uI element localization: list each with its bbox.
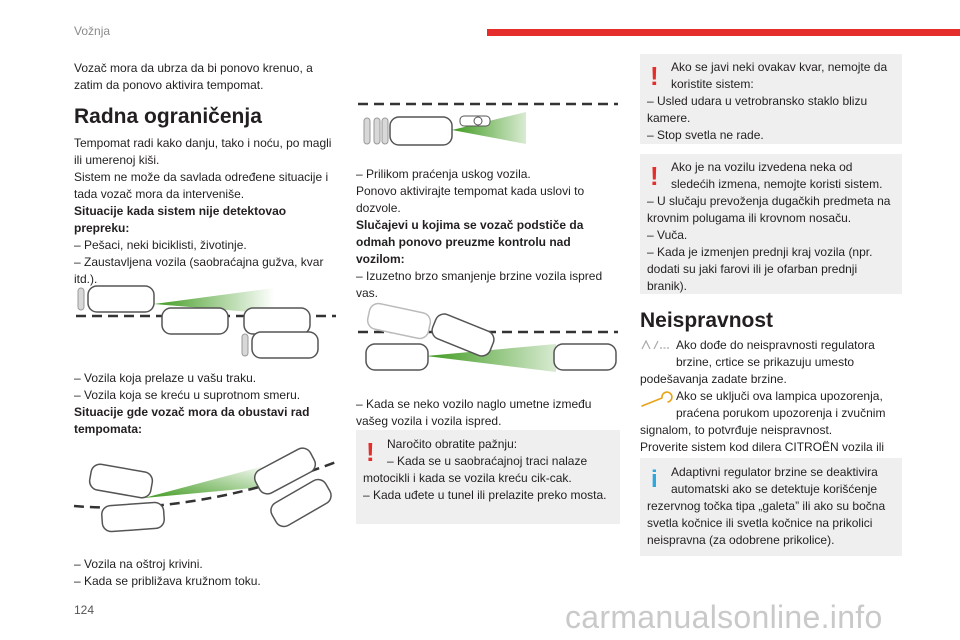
list-item: – Pešaci, neki biciklisti, životinje. <box>74 238 247 252</box>
list-item: – Vozila na oštroj krivini. <box>74 557 203 571</box>
list-item: – Izuzetno brzo smanjenje brzine vozila … <box>356 269 603 300</box>
list-item: – Vuča. <box>647 228 688 242</box>
section-heading-limits: Radna ograničenja <box>74 105 262 128</box>
illustration-narrow-vehicle <box>358 102 618 146</box>
illustration-cut-in-vehicle <box>358 302 618 372</box>
limits-paragraph-1: Tempomat radi kako danju, tako i noću, p… <box>74 136 332 167</box>
column-3: Neispravnost Ako dođe do neispravnosti r… <box>640 308 902 473</box>
list-item: – Kada je izmenjen prednji kraj vozila (… <box>647 245 873 293</box>
warning-box-modifications: ! Ako je na vozilu izvedena neka od sled… <box>640 154 902 294</box>
list-item: – Kada uđete u tunel ili prelazite preko… <box>363 488 607 502</box>
info-box-deactivation: i Adaptivni regulator brzine se deaktivi… <box>640 458 902 556</box>
list-item: – Vozila koja se kreću u suprotnom smeru… <box>74 388 301 402</box>
dashes-display-icon <box>641 339 670 350</box>
malfunction-text: praćena porukom upozorenja i zvučnim <box>676 406 886 420</box>
list-item: – U slučaju prevoženja dugačkih predmeta… <box>647 194 891 225</box>
malfunction-text: brzine, crtice se prikazuju umesto <box>676 355 855 369</box>
info-text: Adaptivni regulator brzine se deaktivira <box>671 465 878 479</box>
info-text: rezervnog točka tipa „galeta” ili ako su… <box>647 499 886 547</box>
info-icon: i <box>651 466 658 493</box>
list-item: – Kada se u saobraćajnoj traci nalaze <box>387 454 588 468</box>
wrench-warning-icon <box>641 391 673 407</box>
warning-box-attention: ! Naročito obratite pažnju: – Kada se u … <box>356 430 620 524</box>
list-item: – Zaustavljena vozila (saobraćajna gužva… <box>74 255 324 286</box>
column-1: Vozač mora da ubrza da bi ponovo krenuo,… <box>74 60 336 288</box>
warning-text: Naročito obratite pažnju: <box>387 437 518 451</box>
warning-text: Ako se javi neki ovakav kvar, nemojte da… <box>671 60 888 91</box>
column-2: – Prilikom praćenja uskog vozila. Ponovo… <box>356 166 618 302</box>
column-2-lower: – Kada se neko vozilo naglo umetne izmeđ… <box>356 396 618 430</box>
list-item: – Vozila koja prelaze u vašu traku. <box>74 371 257 385</box>
malfunction-text: signalom, to potvrđuje neispravnost. <box>640 423 833 437</box>
illustration-sharp-bend <box>73 447 337 533</box>
list-item: – Kada se približava kružnom toku. <box>74 574 261 588</box>
list-item: – Stop svetla ne rade. <box>647 128 764 142</box>
warning-text: motocikli i kada se vozila kreću cik-cak… <box>363 471 572 485</box>
watermark: carmanualsonline.info <box>565 599 883 635</box>
list-item: – Usled udara u vetrobransko staklo bliz… <box>647 94 868 125</box>
stop-cruise-heading: Situacije gde vozač mora da obustavi rad… <box>74 405 310 436</box>
header-accent-bar <box>487 29 960 36</box>
limits-paragraph-2: Sistem ne može da savlada određene situa… <box>74 170 329 201</box>
warning-box-malfunction: ! Ako se javi neki ovakav kvar, nemojte … <box>640 54 902 144</box>
info-text: automatski ako se detektuje korišćenje <box>671 482 878 496</box>
page-number: 124 <box>74 603 95 617</box>
col2-paragraph: Ponovo aktivirajte tempomat kada uslovi … <box>356 184 585 215</box>
take-control-heading: Slučajevi u kojima se vozač podstiče da … <box>356 218 584 266</box>
header-section-title: Vožnja <box>74 24 111 38</box>
illustration-stopped-vehicles <box>76 285 336 359</box>
intro-paragraph: Vozač mora da ubrza da bi ponovo krenuo,… <box>74 61 313 92</box>
malfunction-text: Ako dođe do neispravnosti regulatora <box>676 338 875 352</box>
section-heading-malfunction: Neispravnost <box>640 309 774 332</box>
warning-text: Ako je na vozilu izvedena neka od sledeć… <box>671 160 883 191</box>
no-detection-heading: Situacije kada sistem nije detektovao pr… <box>74 204 287 235</box>
column-1-bottom: – Vozila na oštroj krivini. – Kada se pr… <box>74 556 336 590</box>
list-item: – Prilikom praćenja uskog vozila. <box>356 167 531 181</box>
malfunction-text: Ako se uključi ova lampica upozorenja, <box>676 389 883 403</box>
warning-icon: ! <box>650 61 659 91</box>
warning-icon: ! <box>366 437 375 467</box>
list-item: – Kada se neko vozilo naglo umetne izmeđ… <box>356 397 592 428</box>
warning-icon: ! <box>650 161 659 191</box>
column-1-lower: – Vozila koja prelaze u vašu traku. – Vo… <box>74 370 336 438</box>
malfunction-text: podešavanja zadate brzine. <box>640 372 787 386</box>
